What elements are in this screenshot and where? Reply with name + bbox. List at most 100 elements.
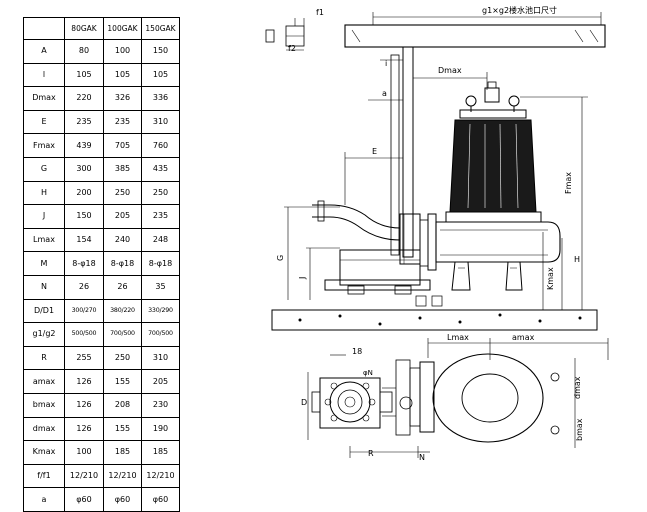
guide-rail: i [380,46,414,258]
table-cell: 330/290 [141,298,180,324]
table-cell: 200 [64,180,104,206]
table-cell: 80 [64,39,104,64]
row-label: D/D1 [23,298,65,324]
table-cell: 190 [141,416,180,442]
table-cell: φ60 [64,487,104,512]
header-cell: 80GAK [64,17,104,40]
table-cell: 326 [103,86,142,111]
header-cell: 150GAK [141,17,180,40]
pump-installation-drawing: g1×g2楼水池口尺寸 f1 f2 i Dmax a E [265,5,609,462]
table-cell: 385 [103,156,142,182]
row-label: a [23,487,65,512]
a-dimension: a [368,89,403,101]
r-label: R [368,449,374,458]
table-cell: 155 [103,416,142,442]
table-cell: 760 [141,133,180,158]
table-cell: 8-φ18 [141,251,180,276]
row-label: A [23,39,65,64]
table-cell: 208 [103,392,142,418]
row-label: bmax [23,392,65,418]
table-cell: 35 [141,274,180,300]
lmax-label: Lmax [447,333,469,342]
table-cell: 380/220 [103,298,142,324]
top-dim-label: g1×g2楼水池口尺寸 [482,5,557,15]
auto-coupling [324,249,431,295]
table-cell: 8-φ18 [64,251,104,276]
table-cell: 235 [64,109,104,135]
table-cell: 255 [64,345,104,371]
a-label: a [382,89,387,98]
amax-label: amax [512,333,535,342]
table-cell: 700/500 [103,322,142,347]
table-cell: 26 [64,274,104,300]
table-cell: 126 [64,416,104,442]
row-label: G [23,156,65,182]
dmax-label: Dmax [438,66,462,75]
table-cell: 310 [141,109,180,135]
g-j-dimensions: G J [276,206,340,300]
table-cell: 300 [64,156,104,182]
phi-n-label: φN [363,369,373,377]
table-cell: 150 [64,204,104,229]
row-label: dmax [23,416,65,442]
table-cell: 12/210 [64,463,104,489]
plan-labels: 18 φN D R N [301,347,430,462]
table-cell: 100 [103,39,142,64]
table-cell: 8-φ18 [103,251,142,276]
dmax-plan-label: dmax [573,376,582,399]
table-cell: 336 [141,86,180,111]
row-label: Lmax [23,227,65,253]
kmax-label: Kmax [546,267,555,290]
table-cell: 250 [141,180,180,206]
f2-label: f2 [288,44,296,53]
table-cell: 250 [103,180,142,206]
plan-pump-body [395,353,560,443]
d-plan-label: D [301,398,307,407]
table-cell: 12/210 [103,463,142,489]
row-label: Kmax [23,440,65,465]
table-cell: 700/500 [141,322,180,347]
fmax-label: Fmax [564,172,573,194]
vertical-dimensions: Fmax Kmax H [520,96,588,310]
foundation-slab [271,295,598,331]
outlet-pipe [312,200,421,265]
table-cell: 235 [103,109,142,135]
table-cell: 230 [141,392,180,418]
top-beam [344,24,606,48]
row-label: g1/g2 [23,322,65,347]
row-label: N [23,274,65,300]
table-cell: 205 [103,204,142,229]
table-cell: 248 [141,227,180,253]
table-header-row: 80GAK 100GAK 150GAK [23,17,180,40]
table-cell: 105 [103,62,142,88]
row-label: f/f1 [23,463,65,489]
table-cell: 205 [141,369,180,394]
pump-motor [445,81,542,223]
table-cell: 310 [141,345,180,371]
table-cell: 439 [64,133,104,158]
j-label: J [298,277,307,280]
table-cell: 154 [64,227,104,253]
row-label: Fmax [23,133,65,158]
table-cell: 705 [103,133,142,158]
plan-dimensions: Lmax amax dmax bmax [427,333,609,448]
table-cell: 26 [103,274,142,300]
table-cell: 126 [64,392,104,418]
i-label: i [385,59,387,68]
